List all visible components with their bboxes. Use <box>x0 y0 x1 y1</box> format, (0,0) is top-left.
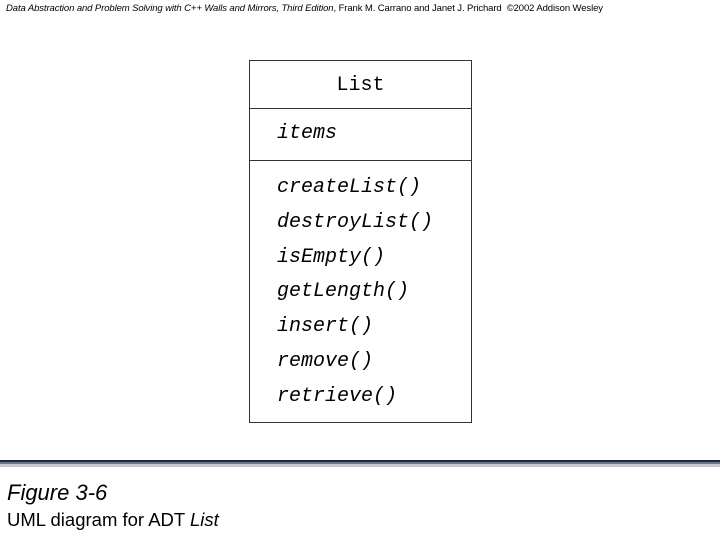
uml-attribute: items <box>277 122 338 145</box>
copyright-notice: ©2002 Addison Wesley <box>506 3 603 14</box>
uml-operation: isEmpty() <box>277 246 386 269</box>
uml-operation: insert() <box>277 315 374 338</box>
figure-number: Figure 3-6 <box>7 480 108 505</box>
uml-attributes-section: items <box>250 109 471 161</box>
footer-divider <box>0 460 720 467</box>
uml-operation: getLength() <box>277 280 410 303</box>
uml-operation: remove() <box>277 350 374 373</box>
uml-operation: createList() <box>277 176 422 199</box>
uml-class-name: List <box>250 61 471 109</box>
figure-description-emphasis: List <box>190 509 219 530</box>
figure-description: UML diagram for ADT List <box>7 509 219 531</box>
page-header: Data Abstraction and Problem Solving wit… <box>6 3 714 15</box>
uml-class-box: List items createList() destroyList() is… <box>249 60 472 423</box>
book-authors: , Frank M. Carrano and Janet J. Prichard <box>333 3 502 14</box>
uml-operations-section: createList() destroyList() isEmpty() get… <box>250 161 471 423</box>
figure-description-text: UML diagram for ADT <box>7 509 191 530</box>
uml-operation: destroyList() <box>277 211 434 234</box>
uml-operation: retrieve() <box>277 385 398 408</box>
book-title: Data Abstraction and Problem Solving wit… <box>6 3 334 14</box>
